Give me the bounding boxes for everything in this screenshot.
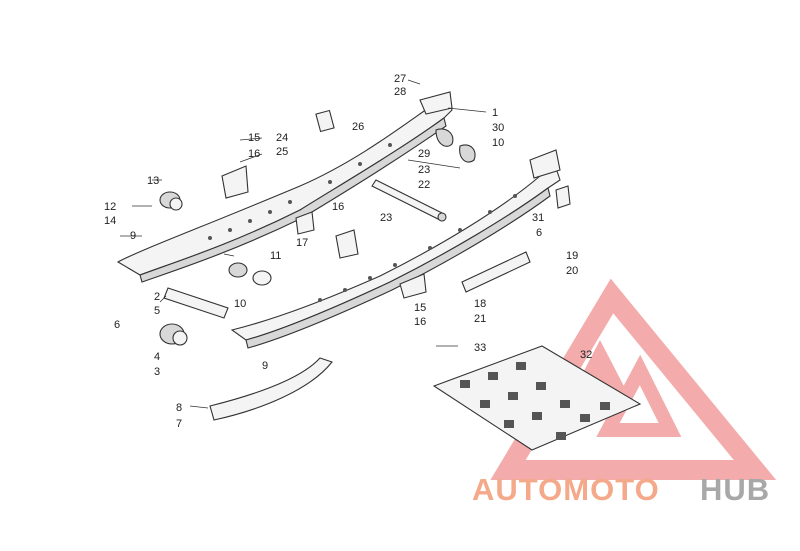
callout-27: 27	[394, 73, 406, 85]
callout-23-top: 23	[418, 164, 430, 176]
callout-19: 19	[566, 250, 578, 262]
track-section	[432, 345, 642, 451]
callout-33: 33	[474, 342, 486, 354]
callout-13: 13	[147, 175, 159, 187]
callout-12: 12	[104, 201, 116, 213]
callout-4: 4	[154, 351, 160, 363]
callout-32: 32	[580, 349, 592, 361]
mounting-brackets	[221, 109, 571, 299]
cross-shaft	[371, 179, 447, 222]
callout-14: 14	[104, 215, 116, 227]
callout-11: 11	[270, 250, 281, 262]
leader-lines	[120, 79, 487, 409]
callout-9-top: 9	[130, 230, 136, 242]
callout-17: 17	[296, 237, 308, 249]
rail-holes	[208, 143, 517, 302]
callout-24: 24	[276, 132, 288, 144]
callout-22: 22	[418, 179, 430, 191]
callout-10-top: 10	[492, 137, 504, 149]
rear-slide-rail	[116, 91, 453, 283]
wear-strips	[163, 251, 531, 421]
callout-15-mid: 15	[414, 302, 426, 314]
callout-10-mid: 10	[234, 298, 246, 310]
callout-28: 28	[394, 86, 406, 98]
callout-16-top: 16	[248, 148, 260, 160]
watermark-brand-secondary: HUB	[700, 472, 770, 507]
callout-20: 20	[566, 265, 578, 277]
watermark-brand-primary: AUTOMOTO	[472, 472, 660, 507]
callout-16-mid: 16	[332, 201, 344, 213]
callout-21: 21	[474, 313, 486, 325]
callout-16-low: 16	[414, 316, 426, 328]
callout-9-low: 9	[262, 360, 268, 372]
bogie-wheels	[159, 191, 272, 346]
front-slide-rail	[230, 149, 561, 349]
callout-8: 8	[176, 402, 182, 414]
callout-25: 25	[276, 146, 288, 158]
callout-31: 31	[532, 212, 544, 224]
callout-6-left: 6	[114, 319, 120, 331]
callout-30: 30	[492, 122, 504, 134]
callout-15-top: 15	[248, 132, 260, 144]
callout-2: 2	[154, 291, 160, 303]
callout-3: 3	[154, 366, 160, 378]
callout-29: 29	[418, 148, 430, 160]
callout-7: 7	[176, 418, 182, 430]
callout-23-mid: 23	[380, 212, 392, 224]
callout-5: 5	[154, 305, 160, 317]
callout-18: 18	[474, 298, 486, 310]
callout-6-right: 6	[536, 227, 542, 239]
callout-26: 26	[352, 121, 364, 133]
watermark-brand-text: AUTOMOTO HUB	[472, 472, 770, 507]
callout-1: 1	[492, 107, 498, 119]
callout-labels: 27 28 1 30 10 24 25 26 15 16 29 23 22 13…	[104, 73, 592, 430]
